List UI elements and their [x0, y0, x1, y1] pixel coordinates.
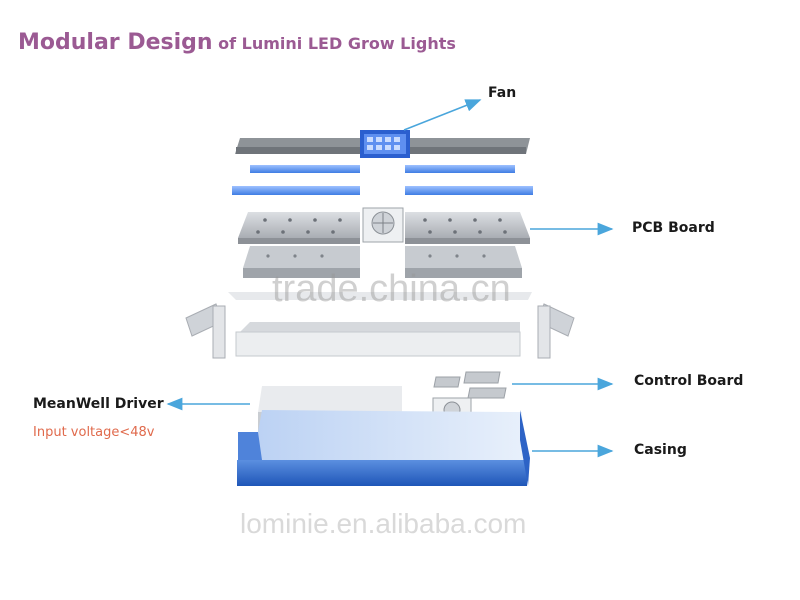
label-casing: Casing: [634, 442, 687, 458]
watermark-center: trade.china.cn: [272, 268, 511, 310]
casing: [237, 410, 530, 486]
leader-arrows: [166, 99, 614, 458]
heatsinks: [243, 246, 522, 278]
frame-rails: [185, 292, 575, 359]
title-sub: of Lumini LED Grow Lights: [218, 34, 456, 53]
fan-unit: [360, 130, 410, 158]
label-input-voltage: Input voltage<48v: [33, 425, 155, 440]
page-title: Modular Design of Lumini LED Grow Lights: [18, 30, 456, 55]
label-control-board: Control Board: [634, 373, 744, 389]
label-meanwell-driver: MeanWell Driver: [33, 396, 164, 412]
fan-arrow: [403, 99, 482, 131]
label-pcb-board: PCB Board: [632, 220, 715, 236]
watermark-bottom: lominie.en.alibaba.com: [240, 508, 527, 539]
label-fan: Fan: [488, 85, 517, 101]
pcb-boards: [238, 207, 530, 244]
lens-strips: [232, 165, 533, 195]
title-main: Modular Design: [18, 30, 213, 55]
